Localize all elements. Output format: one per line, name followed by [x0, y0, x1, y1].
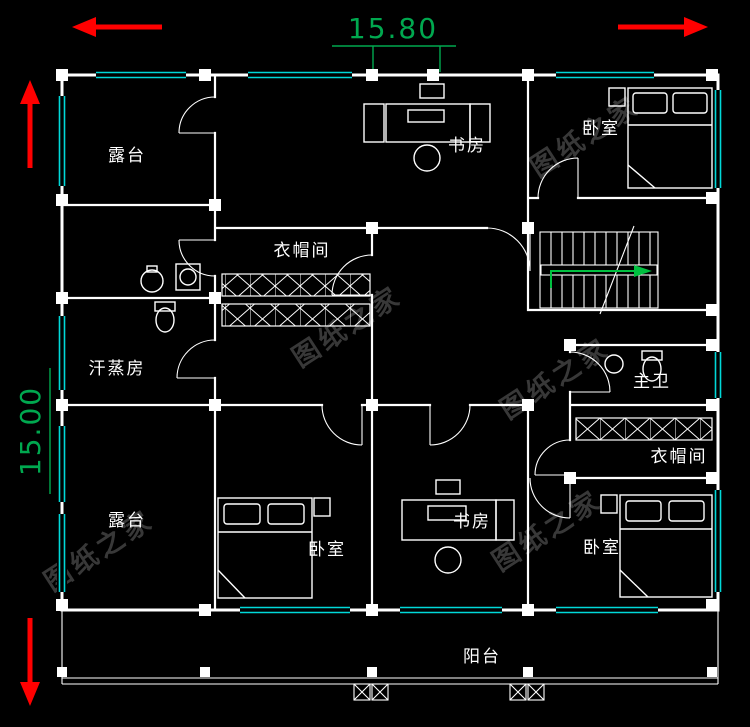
dimension-arrow-left-icon: [72, 17, 96, 37]
washing-machine-icon: [175, 263, 201, 291]
wardrobe-hatch-right: [575, 417, 713, 441]
bedroom-top-right-door-icon: [537, 157, 579, 199]
room-label-balcony: 阳台: [463, 647, 501, 667]
study-bottom-door-icon: [429, 404, 471, 446]
desk-bottom-icon: [401, 479, 515, 574]
room-label-bedroom-bottom-right: 卧室: [583, 538, 621, 558]
washbasin-icon: [140, 269, 164, 293]
room-labels: 露台 书房 卧室 衣帽间 汗蒸房 主卫 衣帽间 露台 卧室 书房 卧室 阳台: [89, 119, 708, 667]
dimension-arrow-right-icon: [684, 17, 708, 37]
watermark-text: 图纸之家: [486, 483, 607, 577]
dimension-arrow-up-icon: [20, 80, 40, 104]
washbasin-icon: [604, 354, 624, 374]
bed-bottom-left-icon: [217, 497, 331, 599]
dimension-left: 15.00: [14, 80, 51, 706]
room-label-bedroom-top-right: 卧室: [582, 119, 620, 139]
toilet-icon: [642, 356, 662, 382]
dimension-width-value: 15.80: [348, 12, 438, 45]
room-label-study-top: 书房: [448, 136, 486, 156]
room-label-cloakroom-right: 衣帽间: [651, 447, 708, 467]
bed-top-right-icon: [608, 87, 713, 189]
dimension-height-value: 15.00: [14, 386, 47, 476]
bed-bottom-right-icon: [600, 494, 713, 598]
room-label-sauna: 汗蒸房: [89, 359, 146, 379]
sauna-door-icon: [176, 339, 216, 379]
room-label-bedroom-bottom-left: 卧室: [308, 540, 346, 560]
room-label-terrace-top-left: 露台: [108, 146, 146, 166]
wardrobe-hatch-upper: [221, 273, 371, 327]
columns: [56, 69, 718, 677]
bedroom-bottom-left-door-icon: [321, 404, 363, 446]
doors: [176, 96, 611, 519]
cloakroom-right-door-icon: [534, 439, 571, 476]
bath-door-icon: [178, 239, 216, 277]
cloakroom-upper-door-icon: [331, 254, 373, 296]
windows: [57, 70, 723, 615]
balcony-pier-icons: [353, 683, 545, 701]
master-bath-fixtures-icons: [604, 350, 663, 382]
bath-fixtures-icons: [140, 263, 201, 333]
room-label-study-bottom: 书房: [453, 512, 491, 532]
staircase: [539, 225, 659, 315]
interior-walls: [60, 73, 720, 612]
room-label-terrace-bottom-left: 露台: [108, 511, 146, 531]
desk-top-icon: [363, 83, 491, 172]
dimension-arrow-down-icon: [20, 682, 40, 706]
toilet-icon: [155, 307, 175, 333]
stair-direction-arrow-icon: [550, 270, 634, 288]
bedroom-bottom-right-door-icon: [529, 477, 571, 519]
room-label-master-bath: 主卫: [633, 372, 671, 392]
master-bath-door-icon: [569, 351, 611, 393]
entrance-door-icon: [486, 227, 531, 272]
room-label-cloakroom-upper: 衣帽间: [274, 241, 331, 261]
dimension-top: 15.80: [72, 12, 708, 72]
terrace-door-icon: [178, 96, 216, 134]
